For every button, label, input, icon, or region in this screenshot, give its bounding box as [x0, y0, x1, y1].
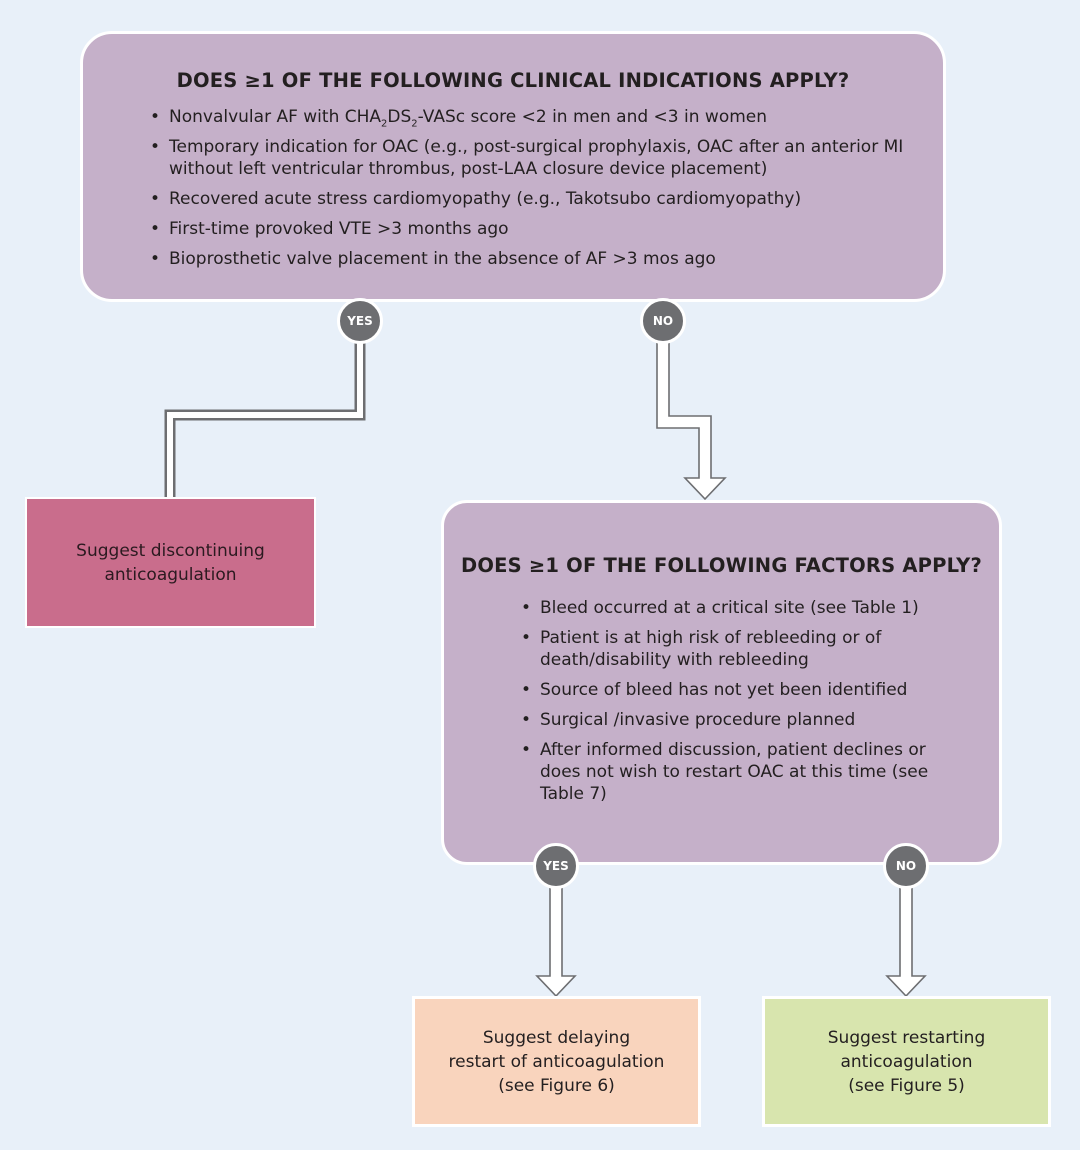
delay-outcome-box: Suggest delaying restart of anticoagulat… [412, 996, 701, 1127]
indication-item: First-time provoked VTE >3 months ago [150, 218, 910, 240]
factors-list: Bleed occurred at a critical site (see T… [521, 597, 951, 813]
factors-box: DOES ≥1 OF THE FOLLOWING FACTORS APPLY? … [441, 500, 1002, 865]
factor-item: Bleed occurred at a critical site (see T… [521, 597, 951, 619]
restart-outcome-box: Suggest restarting anticoagulation (see … [762, 996, 1051, 1127]
indication-item: Temporary indication for OAC (e.g., post… [150, 136, 910, 180]
discontinue-outcome-text: Suggest discontinuing anticoagulation [76, 540, 265, 585]
factor-item: Patient is at high risk of rebleeding or… [521, 627, 951, 671]
indication-item: Bioprosthetic valve placement in the abs… [150, 248, 910, 270]
q2-no-badge: NO [883, 843, 929, 889]
clinical-indications-list: Nonvalvular AF with CHA2DS2-VASc score <… [150, 106, 910, 278]
factor-item: Source of bleed has not yet been identif… [521, 679, 951, 701]
connector-q2-no-arrow [885, 884, 927, 998]
connector-q2-yes-arrow [535, 884, 577, 998]
factor-item: After informed discussion, patient decli… [521, 739, 951, 805]
discontinue-outcome-box: Suggest discontinuing anticoagulation [25, 497, 316, 628]
q2-yes-badge: YES [533, 843, 579, 889]
q1-no-badge: NO [640, 298, 686, 344]
restart-outcome-text: Suggest restarting anticoagulation (see … [827, 1027, 986, 1096]
clinical-indications-title: DOES ≥1 OF THE FOLLOWING CLINICAL INDICA… [176, 69, 850, 92]
factors-title: DOES ≥1 OF THE FOLLOWING FACTORS APPLY? [460, 554, 983, 577]
connector-q1-yes [164, 340, 366, 505]
indication-item: Nonvalvular AF with CHA2DS2-VASc score <… [150, 106, 910, 129]
clinical-indications-box: DOES ≥1 OF THE FOLLOWING CLINICAL INDICA… [80, 31, 946, 302]
factor-item: Surgical /invasive procedure planned [521, 709, 951, 731]
delay-outcome-text: Suggest delaying restart of anticoagulat… [448, 1027, 665, 1096]
indication-item: Recovered acute stress cardiomyopathy (e… [150, 188, 910, 210]
connector-q1-no-arrow [656, 339, 727, 501]
q1-yes-badge: YES [337, 298, 383, 344]
